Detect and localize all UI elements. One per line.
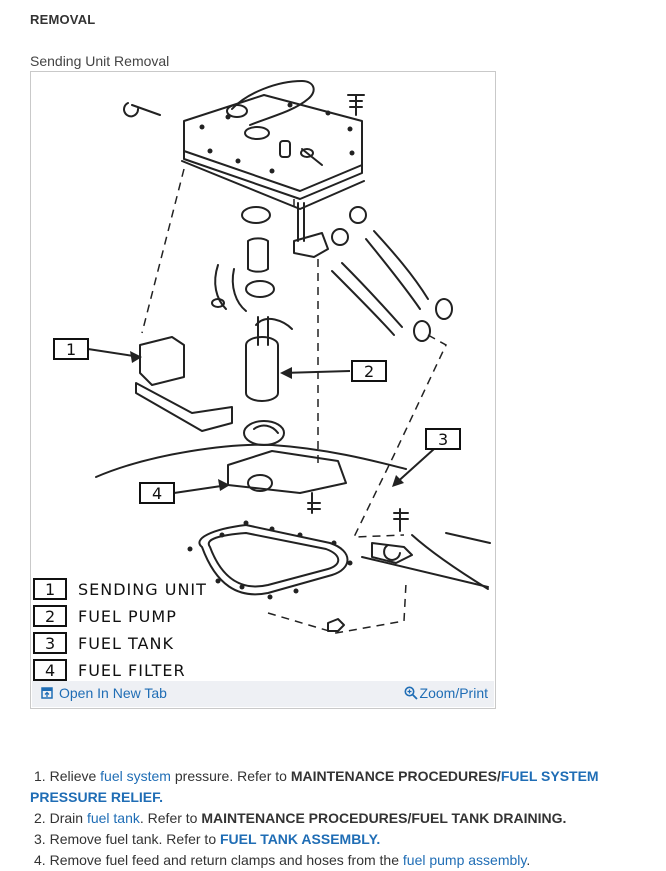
fuel-pump-assembly-link[interactable]: fuel pump assembly [402, 852, 527, 868]
fuel-tank-assembly-link[interactable]: FUEL TANK ASSEMBLY. [220, 831, 381, 847]
step-4: 4. Remove fuel feed and return clamps an… [30, 850, 630, 871]
legend-num-2: 2 [45, 607, 55, 626]
zoom-print-label: Zoom/Print [419, 685, 488, 701]
figure-container: 1 2 3 4 1 2 3 4 SENDING UNIT FUEL PUMP F… [30, 71, 496, 709]
legend-label-2: FUEL PUMP [78, 607, 177, 626]
access-cover [198, 524, 349, 596]
ref-fuel-tank-draining: MAINTENANCE PROCEDURES/FUEL TANK DRAININ… [201, 810, 567, 826]
legend-box-4 [33, 659, 67, 681]
screw-top-left [123, 102, 161, 118]
legend-label-3: FUEL TANK [78, 634, 174, 653]
step-text: . [526, 852, 531, 868]
callout-box-3 [425, 428, 461, 450]
open-in-new-tab-icon [41, 687, 53, 699]
callout-2: 2 [364, 362, 374, 381]
step-1: 1. Relieve fuel system pressure. Refer t… [30, 766, 630, 808]
figure-toolbar: Open In New Tab Zoom/Print [32, 681, 494, 707]
fuel-tank-link[interactable]: fuel tank [86, 810, 140, 826]
sending-unit-float [139, 336, 185, 386]
legend-num-3: 3 [45, 634, 55, 653]
callout-box-4 [139, 482, 175, 504]
figure-caption: Sending Unit Removal [30, 53, 170, 69]
step-text: Remove fuel tank. Refer to [49, 831, 220, 847]
sending-unit-diagram: 1 2 3 4 1 2 3 4 SENDING UNIT FUEL PUMP F… [33, 80, 491, 681]
step-text: pressure. Refer to [170, 768, 291, 784]
fuel-strainer [243, 420, 285, 446]
fuel-system-link[interactable]: fuel system [100, 768, 171, 784]
fuel-system-pressure-relief-link[interactable]: FUEL SYSTEM PRESSURE RELIEF. [30, 768, 599, 805]
step-number: 3. [34, 831, 46, 847]
callout-1: 1 [66, 340, 76, 359]
open-in-new-tab-label: Open In New Tab [59, 685, 167, 701]
legend-num-1: 1 [45, 580, 55, 599]
legend-num-4: 4 [45, 661, 55, 680]
callout-3: 3 [438, 430, 448, 449]
step-text: . Refer to [139, 810, 202, 826]
legend-label-1: SENDING UNIT [78, 580, 207, 599]
step-text: Remove fuel feed and return clamps and h… [49, 852, 403, 868]
procedure-steps: 1. Relieve fuel system pressure. Refer t… [30, 766, 630, 871]
zoom-print-link[interactable]: Zoom/Print [404, 685, 488, 701]
step-number: 1. [34, 768, 46, 784]
section-title: REMOVAL [30, 12, 96, 27]
legend-label-4: FUEL FILTER [78, 661, 186, 680]
callout-box-2 [351, 360, 387, 382]
ref-maintenance-procedures: MAINTENANCE PROCEDURES/ [290, 768, 501, 784]
step-text: Drain [49, 810, 87, 826]
step-number: 4. [34, 852, 46, 868]
zoom-magnifier-icon [404, 686, 418, 700]
legend-box-1 [33, 578, 67, 600]
fuel-pump-body [245, 336, 279, 402]
legend-box-2 [33, 605, 67, 627]
step-number: 2. [34, 810, 46, 826]
step-2: 2. Drain fuel tank. Refer to MAINTENANCE… [30, 808, 630, 829]
sending-unit-plate [183, 94, 363, 192]
screw-top-right [347, 94, 365, 116]
open-in-new-tab-link[interactable]: Open In New Tab [41, 685, 167, 701]
callout-box-1 [53, 338, 89, 360]
legend-box-3 [33, 632, 67, 654]
step-3: 3. Remove fuel tank. Refer to FUEL TANK … [30, 829, 630, 850]
callout-4: 4 [152, 484, 162, 503]
step-text: Relieve [49, 768, 101, 784]
